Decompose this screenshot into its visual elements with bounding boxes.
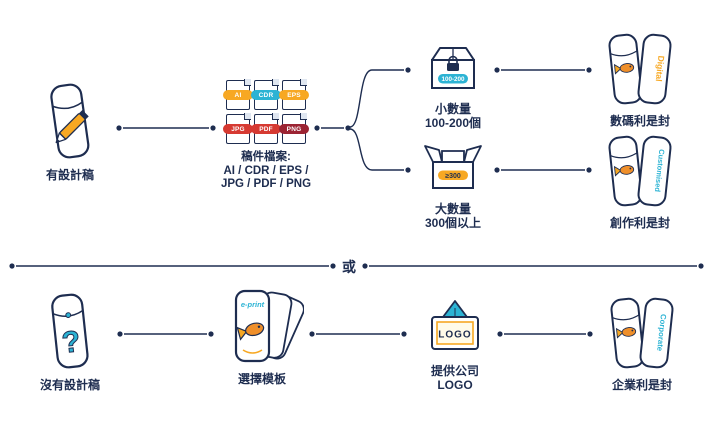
file-format-badge: PDF — [251, 124, 281, 134]
template-icon: e-print — [234, 289, 304, 363]
large-quantity-title: 大數量 — [434, 202, 471, 216]
file-icon-ai: AI — [223, 79, 253, 110]
result-corporate-packet: Corporate 企業利是封 — [602, 292, 682, 392]
eprint-brand-text: e-print — [241, 300, 265, 309]
result-digital-packet: Digital 數碼利是封 — [600, 28, 680, 128]
result-label-corporate: 企業利是封 — [611, 378, 672, 392]
caption-line-2: AI / CDR / EPS / — [223, 164, 309, 177]
step-file-formats: AI CDR EPS JPG PDF PNG 稿件檔案: AI / CDR / … — [206, 79, 326, 192]
question-envelope-icon: ? — [51, 293, 89, 369]
quantity-badge-small — [438, 74, 468, 84]
file-format-badge: JPG — [223, 124, 253, 134]
folded-corner-icon — [243, 113, 251, 121]
file-format-badge: EPS — [279, 90, 309, 100]
design-envelope-icon — [50, 83, 90, 159]
step-label-no-design: 沒有設計稿 — [39, 378, 100, 392]
fish-icon — [613, 165, 635, 177]
padlock-icon — [448, 55, 458, 63]
step-large-quantity: ≥300 大數量 300個以上 — [407, 138, 499, 230]
result-label-customised: 創作利是封 — [609, 216, 670, 230]
file-formats-caption: 稿件檔案: AI / CDR / EPS / JPG / PDF / PNG — [221, 151, 311, 192]
envelope-pair-customised-icon: Customised — [608, 135, 672, 207]
closed-box-icon: 100-200 — [431, 47, 475, 89]
result-label-digital: 數碼利是封 — [609, 114, 670, 128]
or-divider-label: 或 — [342, 259, 356, 275]
file-icon-cdr: CDR — [251, 79, 281, 110]
fish-icon — [613, 63, 635, 75]
step-choose-template: e-print 選擇模板 — [212, 288, 312, 386]
file-format-badge: CDR — [251, 90, 281, 100]
folded-corner-icon — [271, 79, 279, 87]
pencil-icon — [55, 109, 89, 144]
caption-line-1: 稿件檔案: — [241, 151, 291, 163]
step-has-design: 有設計稿 — [22, 80, 118, 182]
file-format-grid: AI CDR EPS JPG PDF PNG — [223, 79, 309, 144]
open-box-icon: ≥300 — [424, 145, 482, 189]
logo-text: LOGO — [438, 330, 471, 341]
step-provide-logo: LOGO 提供公司 LOGO — [412, 298, 498, 392]
quantity-badge-large — [438, 170, 468, 180]
step-label-has-design: 有設計稿 — [45, 168, 94, 182]
folded-corner-icon — [299, 79, 307, 87]
file-format-badge: PNG — [279, 124, 309, 134]
folded-corner-icon — [271, 113, 279, 121]
provide-logo-subtitle: LOGO — [437, 378, 473, 392]
file-icon-pdf: PDF — [251, 113, 281, 144]
file-icon-eps: EPS — [279, 79, 309, 110]
caption-line-3: JPG / PDF / PNG — [220, 178, 312, 190]
step-no-design: ? 沒有設計稿 — [22, 290, 118, 392]
provide-logo-title: 提供公司 — [430, 364, 479, 378]
fish-icon — [615, 327, 637, 339]
folded-corner-icon — [243, 79, 251, 87]
envelope-tag-digital: Digital — [654, 55, 667, 82]
envelope-pair-digital-icon: Digital — [608, 33, 672, 105]
folded-corner-icon — [299, 113, 307, 121]
step-small-quantity: 100-200 小數量 100-200個 — [409, 42, 497, 130]
large-quantity-subtitle: 300個以上 — [424, 216, 482, 230]
envelope-tag-corporate: Corporate — [655, 314, 668, 353]
quantity-badge-large-text: ≥300 — [445, 173, 461, 180]
small-quantity-subtitle: 100-200個 — [424, 116, 482, 130]
fish-icon — [236, 322, 265, 341]
quantity-badge-small-text: 100-200 — [441, 76, 465, 83]
file-icon-png: PNG — [279, 113, 309, 144]
file-format-badge: AI — [223, 90, 253, 100]
result-customised-packet: Customised 創作利是封 — [600, 130, 680, 230]
file-icon-jpg: JPG — [223, 113, 253, 144]
envelope-pair-corporate-icon: Corporate — [610, 297, 674, 369]
logo-tag-icon: LOGO — [431, 300, 479, 350]
small-quantity-title: 小數量 — [434, 102, 471, 116]
step-label-choose-template: 選擇模板 — [237, 372, 286, 386]
question-mark: ? — [60, 325, 82, 360]
